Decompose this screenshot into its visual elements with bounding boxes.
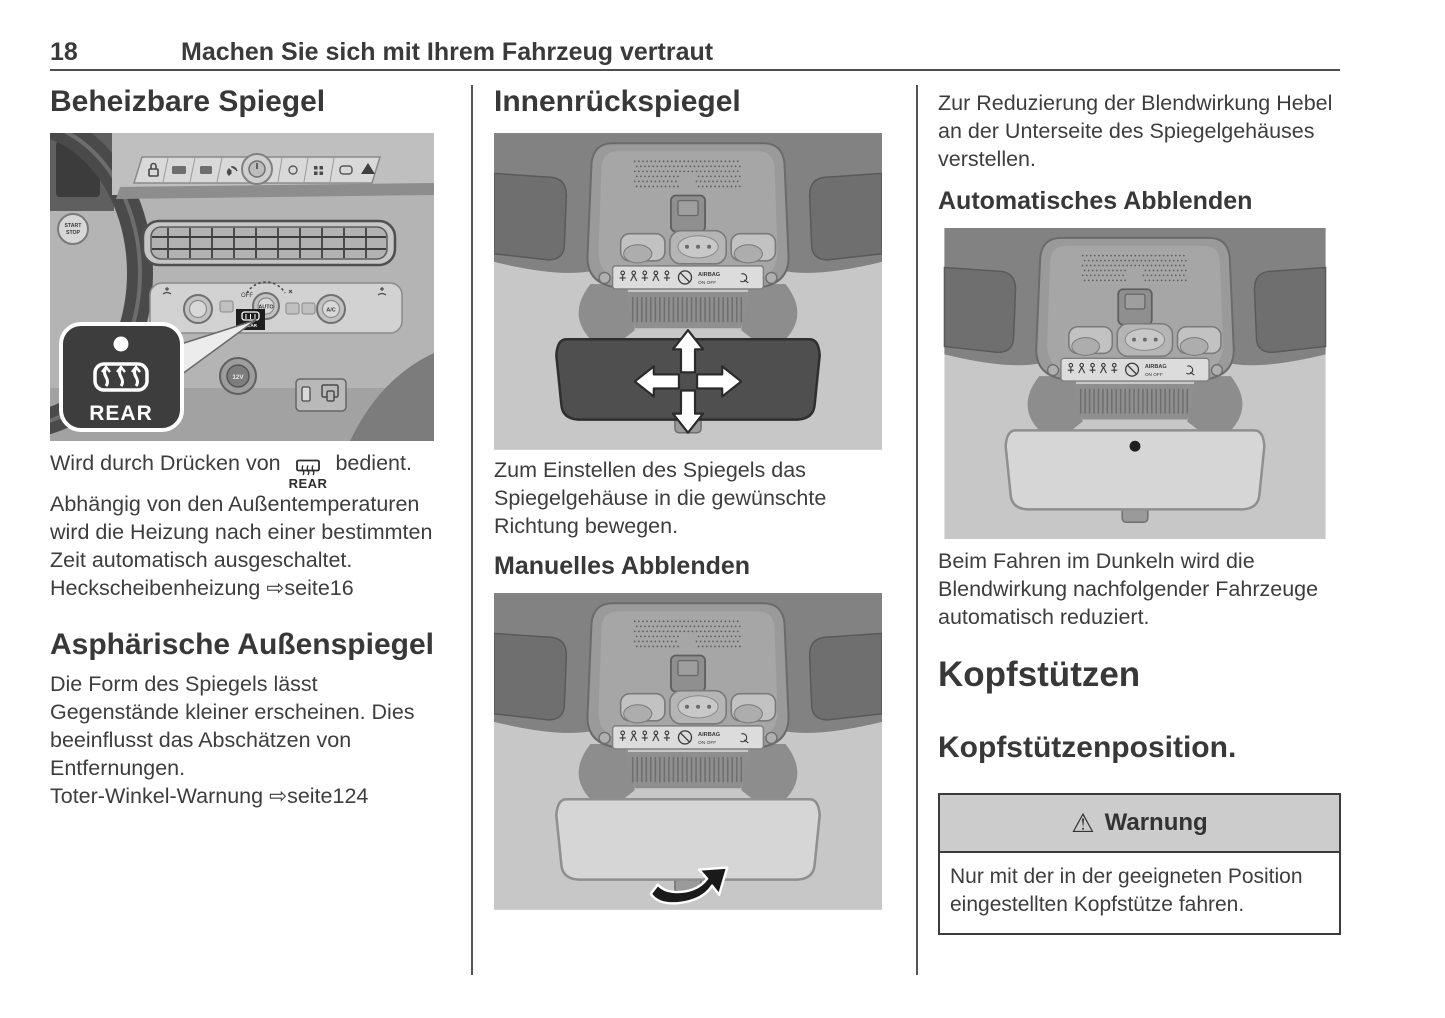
phone-link-icon — [321, 384, 339, 402]
svg-text:AUTO: AUTO — [258, 305, 273, 311]
column-divider — [471, 85, 473, 975]
display-button-icon — [288, 165, 298, 175]
svg-text:AIRBAG: AIRBAG — [698, 732, 721, 738]
dimming-lever-paragraph: Zur Reduzierung der Blendwirkung Hebel a… — [938, 91, 1333, 171]
hazard-triangle-icon — [361, 163, 375, 174]
heated-seat-right-icon — [377, 287, 387, 296]
dim-lever-arrow-icon — [649, 866, 729, 905]
heated-mirror-paragraph: Wird durch Drücken von REAR bedient. Abh… — [50, 449, 448, 602]
rear-button-callout: REAR — [59, 322, 184, 432]
recirculation-button — [301, 302, 316, 315]
defrost-front-button — [219, 300, 234, 313]
ac-knob: A/C — [316, 294, 346, 324]
reading-lamps — [1068, 322, 1222, 358]
column-divider — [916, 85, 918, 975]
aspherical-mirror-paragraph: Die Form des Spiegels lässt Gegenstände … — [50, 670, 448, 810]
rear-window-defrost-icon — [93, 362, 149, 392]
warning-box: ⚠ Warnung Nur mit der in der geeigneten … — [938, 793, 1341, 935]
svg-text:ON OFF: ON OFF — [698, 280, 716, 286]
airbag-label-strip: AIRBAG ON OFF — [1046, 357, 1224, 382]
section-heading-heated-mirrors: Beheizbare Spiegel — [50, 85, 326, 118]
car-button-icon — [339, 165, 353, 175]
defrost-rear-small-button — [285, 302, 300, 315]
page-reference-arrow-icon: ⇨ — [269, 784, 288, 808]
section-heading-aspherical-mirrors: Asphärische Außenspiegel — [50, 628, 434, 661]
air-vent — [141, 219, 397, 267]
phone-icon — [226, 166, 238, 176]
chapter-heading-headrests: Kopfstützen — [938, 655, 1141, 694]
column-auto-dim-headrests: Zur Reduzierung der Blendwirkung Hebel a… — [938, 85, 1341, 935]
subheading-automatic-dimming: Automatisches Abblenden — [938, 187, 1253, 215]
dashboard-figure: START STOP — [50, 133, 448, 441]
heated-seat-left-icon — [162, 287, 172, 295]
dashboard-illustration: START STOP — [50, 133, 434, 441]
svg-text:ON OFF: ON OFF — [1145, 372, 1163, 378]
airbag-label-strip: AIRBAG ON OFF — [598, 725, 778, 750]
fan-knob — [183, 294, 213, 324]
12v-socket: 12V — [219, 357, 257, 395]
rear-view-mirror — [1004, 429, 1266, 511]
aux-button-icon — [172, 166, 186, 174]
svg-text:12V: 12V — [232, 374, 244, 381]
auto-dim-paragraph: Beim Fahren im Dunkeln wird die Blendwir… — [938, 549, 1319, 629]
sun-visor-right — [1253, 266, 1327, 354]
subheading-manual-dimming: Manuelles Abblenden — [494, 552, 751, 580]
page-number: 18 — [50, 38, 78, 66]
grid-button-icon — [314, 166, 323, 175]
adjust-arrows-icon — [633, 329, 743, 434]
mirror-manual-dim-figure: AIRBAG ON OFF — [494, 593, 898, 910]
warning-text: Nur mit der in der geeigneten Position e… — [950, 865, 1303, 916]
mv-button-icon — [200, 166, 212, 174]
column-heated-mirrors: Beheizbare Spiegel START STOP — [50, 85, 448, 810]
dashboard-button-row — [132, 153, 382, 185]
reading-lamps — [619, 229, 777, 265]
svg-text:AIRBAG: AIRBAG — [1145, 364, 1167, 370]
sun-visor-right — [808, 172, 882, 261]
airbag-label-strip: AIRBAG ON OFF — [598, 265, 778, 290]
sun-visor-right — [808, 632, 882, 721]
svg-text:ON OFF: ON OFF — [698, 740, 716, 746]
svg-text:AIRBAG: AIRBAG — [698, 272, 721, 278]
warning-title: Warnung — [1104, 809, 1208, 836]
rear-window-defrost-inline-icon: REAR — [289, 459, 328, 490]
mirror-adjust-figure: AIRBAG ON OFF — [494, 133, 898, 450]
mirror-adjust-paragraph: Zum Einstellen des Spiegels das Spiegelg… — [494, 458, 827, 538]
warning-box-header: ⚠ Warnung — [940, 795, 1339, 853]
svg-text:OFF: OFF — [241, 293, 253, 299]
reading-lamps — [619, 689, 777, 725]
cross-reference: Heckscheibenheizung ⇨seite16 — [50, 576, 354, 600]
power-knob — [241, 153, 273, 185]
sun-visor-left — [494, 172, 568, 261]
chapter-title: Machen Sie sich mit Ihrem Fahrzeug vertr… — [181, 38, 714, 66]
cross-reference: Toter-Winkel-Warnung ⇨seite124 — [50, 784, 369, 808]
svg-text:START: START — [65, 223, 83, 229]
usb-port-icon — [301, 386, 311, 402]
warning-triangle-icon: ⚠ — [1071, 807, 1095, 838]
svg-text:A/C: A/C — [326, 308, 335, 314]
svg-text:STOP: STOP — [66, 230, 81, 236]
svg-text:REAR: REAR — [244, 323, 258, 328]
lock-icon — [148, 162, 159, 177]
sun-visor-left — [943, 266, 1017, 354]
page-header: 18 Machen Sie sich mit Ihrem Fahrzeug ve… — [50, 0, 1340, 71]
rear-view-mirror — [555, 797, 821, 881]
usb-panel — [295, 378, 347, 412]
rear-view-mirror — [555, 337, 821, 421]
dim-sensor-dot — [1129, 440, 1141, 452]
start-stop-button: START STOP — [57, 213, 89, 245]
mirror-auto-dim-figure: AIRBAG ON OFF — [938, 228, 1341, 539]
section-heading-headrest-position: Kopfstützenposition. — [938, 731, 1237, 764]
sun-visor-left — [494, 632, 568, 721]
column-interior-mirror: Innenrückspiegel — [494, 85, 898, 910]
climate-control-panel: OFF AUTO A/C — [149, 281, 403, 334]
section-heading-interior-mirror: Innenrückspiegel — [494, 85, 741, 118]
page-reference-arrow-icon: ⇨ — [266, 576, 285, 600]
svg-text:REAR: REAR — [89, 402, 153, 425]
